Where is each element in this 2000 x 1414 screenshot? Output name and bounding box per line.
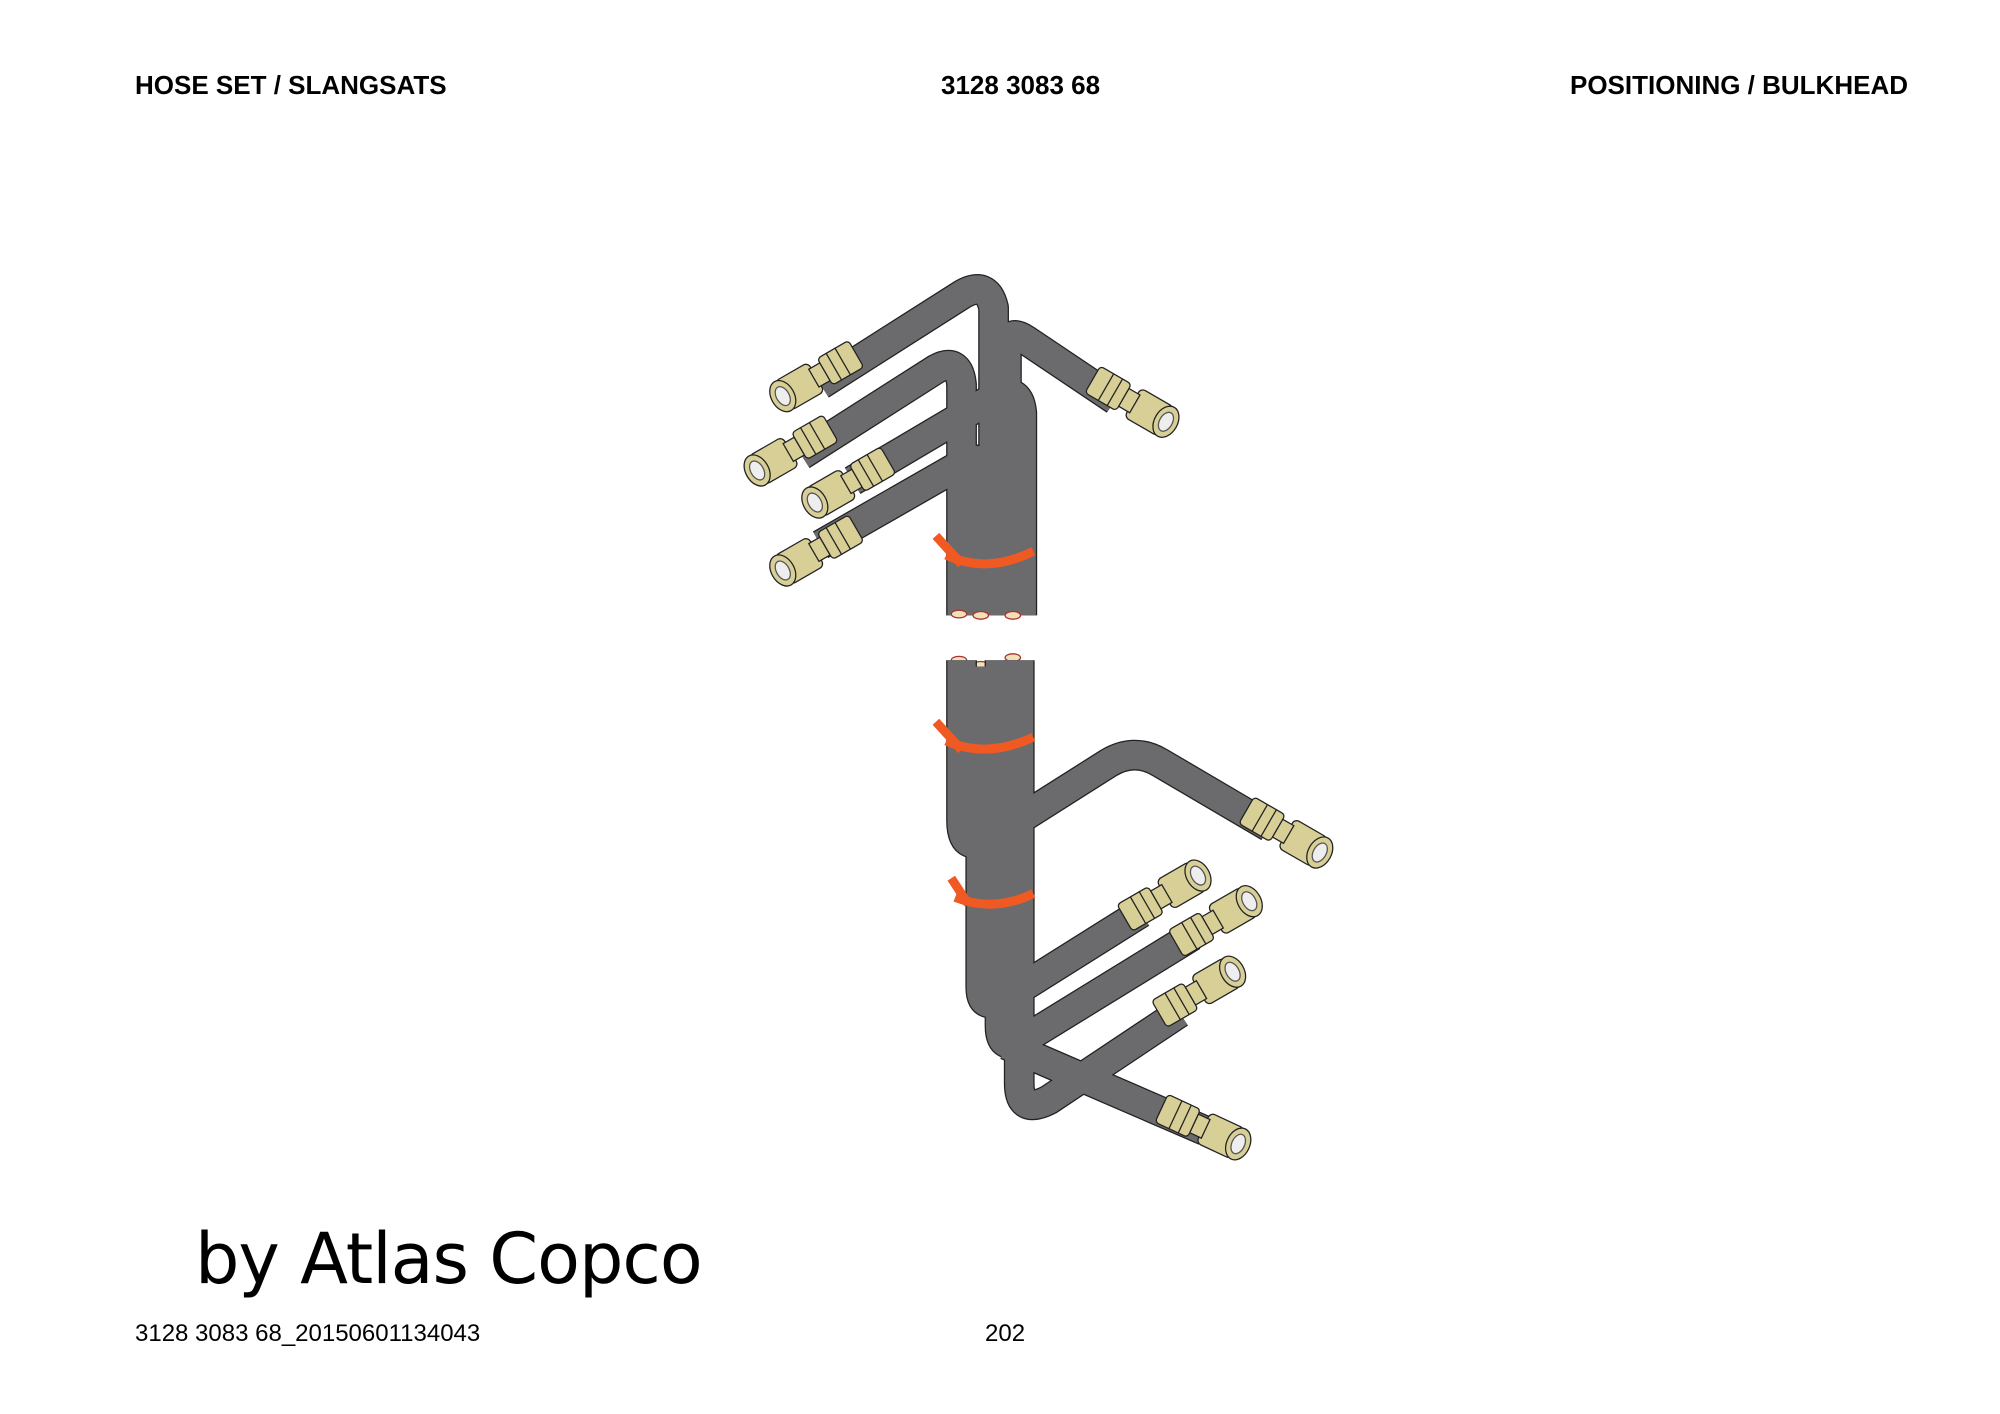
- page-number: 202: [985, 1320, 1026, 1347]
- footer-document-id: 3128 3083 68_20150601134043: [135, 1320, 481, 1347]
- cable-tie-tail: [932, 532, 965, 568]
- hoses-bottom: [946, 660, 1278, 1145]
- cable-tie-tail: [932, 718, 965, 753]
- header-section: POSITIONING / BULKHEAD: [1569, 70, 1908, 100]
- brand-text: by Atlas Copco: [195, 1218, 703, 1300]
- fitting: [1153, 1092, 1257, 1165]
- header-title: HOSE SET / SLANGSATS: [135, 70, 447, 100]
- header-part-number: 3128 3083 68: [941, 70, 1101, 100]
- hoses-top: [793, 274, 1124, 616]
- cable-ties: [932, 532, 1036, 909]
- cable-tie-tail: [947, 875, 972, 907]
- fitting: [763, 513, 866, 592]
